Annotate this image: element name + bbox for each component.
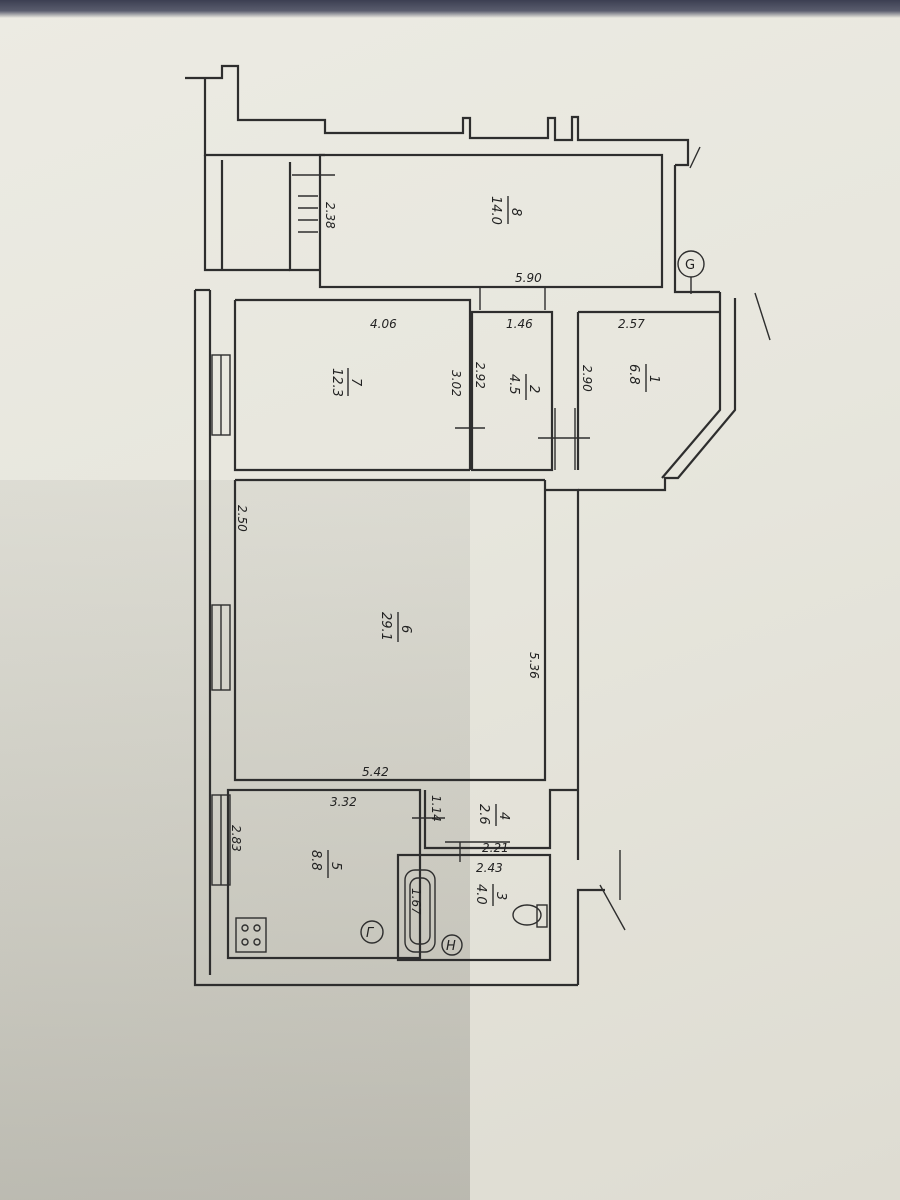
dim-label: 2.57 [618,317,645,331]
photo-top-edge [0,0,900,18]
dim-label: 2.83 [229,825,243,852]
room-6: 6 29.1 [378,612,413,642]
axis-marker-label: G [685,258,695,273]
room-4-area: 2.6 [476,804,491,825]
room-8-number: 8 [508,208,523,216]
room-1: 1 6.8 [626,364,661,392]
room-5-number: 5 [328,862,343,870]
room-5-area: 8.8 [308,850,323,871]
dim-label: 2.21 [482,841,509,855]
stove [235,917,267,953]
dim-label: 1.46 [506,317,533,331]
outer-walls [185,64,737,987]
room-4-number: 4 [496,812,511,820]
dim-label: 5.36 [527,652,541,679]
room-8-area: 14.0 [488,196,503,225]
bath-heater: Н [441,934,463,956]
dim-label: 5.42 [362,765,389,779]
inner-walls [226,153,720,962]
dim-label: 2.90 [580,365,594,392]
dim-label: 2.38 [323,202,337,229]
dim-label: 2.92 [473,362,487,389]
dim-label: 4.06 [370,317,397,331]
room-7: 7 12.3 [329,368,363,397]
room-3-area: 4.0 [473,884,488,905]
room-3: 3 4.0 [473,884,508,906]
bath-symbol: Н [446,939,456,954]
dim-label: 1.14 [429,795,443,822]
windows [211,354,231,886]
kitchen-heater: Г [360,920,384,944]
dimensions: 2.38 5.90 4.06 3.02 1.46 2.92 2.57 2.90 … [229,202,645,915]
room-2-number: 2 [526,385,541,393]
dim-label: 2.43 [476,861,503,875]
door-marks [412,146,771,931]
toilet [512,904,548,928]
room-8: 8 14.0 [488,196,523,225]
room-6-area: 29.1 [378,612,393,641]
dim-label: 2.50 [235,505,249,532]
room-2: 2 4.5 [506,374,541,400]
dim-label: 3.02 [449,370,463,397]
room-1-number: 1 [646,375,661,383]
bathtub [404,869,436,953]
room-1-area: 6.8 [626,364,641,385]
room-2-area: 4.5 [506,374,521,395]
room-4: 4 2.6 [476,804,511,826]
dim-label: 5.90 [515,271,542,285]
room-7-number: 7 [348,378,363,387]
room-3-number: 3 [493,892,508,900]
dim-label: 3.32 [330,795,357,809]
room-5: 5 8.8 [308,850,343,878]
dim-label: 1.67 [409,888,423,915]
room-6-number: 6 [398,625,413,633]
axis-marker: G [677,250,705,294]
room-7-area: 12.3 [329,368,344,397]
kitchen-symbol: Г [366,926,375,941]
